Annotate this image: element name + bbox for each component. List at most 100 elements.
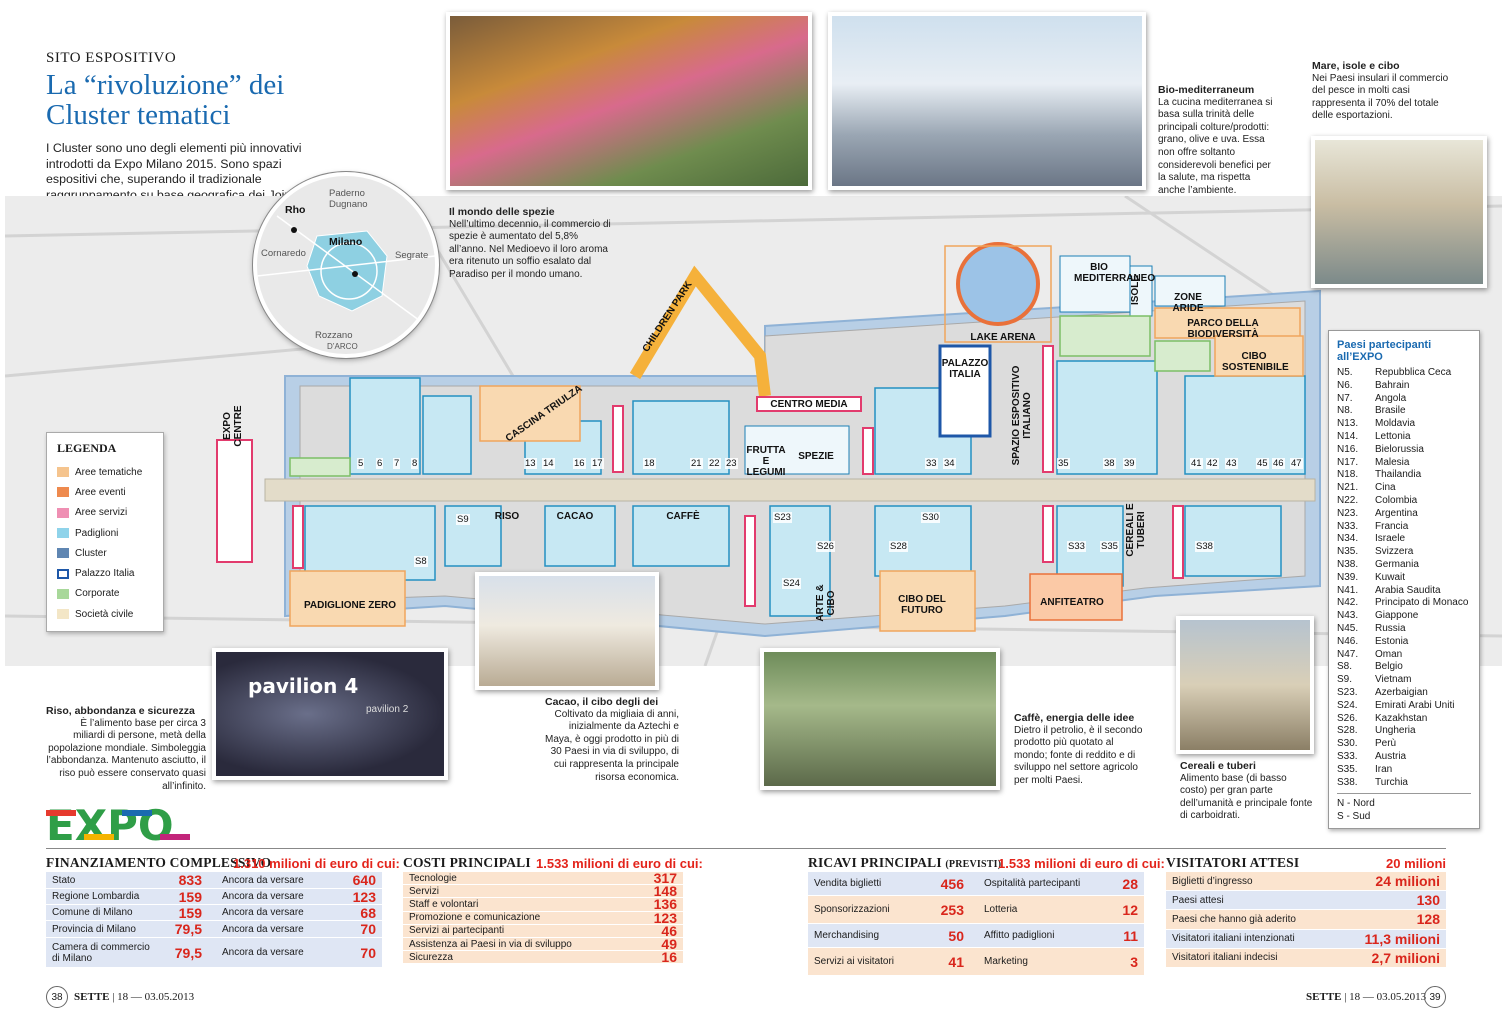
country-row: S38.Turchia: [1337, 777, 1471, 790]
row-label-secondary: Ancora da versare: [222, 923, 304, 935]
legend-item: Società civile: [57, 604, 153, 624]
row-label: Promozione e comunicazione: [409, 912, 541, 924]
pavilion-number: 14: [542, 458, 555, 469]
legend-item: Padiglioni: [57, 523, 153, 543]
pavilion-number: 34: [943, 458, 956, 469]
row-label-secondary: Ospitalità partecipanti: [984, 878, 1081, 889]
country-code: N46.: [1337, 635, 1359, 647]
pavilion-number: S8: [414, 556, 428, 567]
country-code: N14.: [1337, 430, 1359, 442]
country-name: Thailandia: [1375, 469, 1422, 481]
legend-label: Padiglioni: [75, 527, 119, 539]
country-row: N13.Moldavia: [1337, 418, 1471, 431]
caption-bio-text: La cucina mediterranea si basa sulla tri…: [1158, 96, 1273, 196]
country-code: N5.: [1337, 367, 1353, 378]
legend-item: Aree eventi: [57, 482, 153, 502]
legend-item: Corporate: [57, 584, 153, 604]
caption-mare-title: Mare, isole e cibo: [1312, 60, 1400, 72]
costi-title: COSTI PRINCIPALI: [403, 855, 531, 870]
row-label: Provincia di Milano: [52, 923, 136, 935]
label-lake-arena: LAKE ARENA: [970, 332, 1036, 343]
row-value: 136: [653, 896, 677, 913]
country-code: N42.: [1337, 597, 1359, 609]
country-code: N22.: [1337, 494, 1359, 506]
pavilion-number: 21: [690, 458, 703, 469]
country-code: N21.: [1337, 482, 1359, 494]
legend-label: Corporate: [75, 588, 120, 600]
page-number-left: 38: [46, 986, 68, 1008]
country-name: Belgio: [1375, 661, 1403, 673]
country-row: S28. Ungheria: [1337, 725, 1471, 738]
pavilion-number: 17: [591, 458, 604, 469]
costi-total: 1.533 milioni di euro di cui:: [536, 856, 703, 871]
row-label: Camera di commercio di Milano: [52, 941, 150, 964]
country-row: N34.Israele: [1337, 533, 1471, 546]
country-code: N7.: [1337, 392, 1353, 404]
country-name: Germania: [1375, 558, 1419, 570]
row-value: 317: [653, 870, 677, 887]
country-row: N23.Argentina: [1337, 508, 1471, 521]
row-label: Merchandising: [814, 930, 880, 941]
country-row: N6.Bahrain: [1337, 380, 1471, 393]
caption-mare-text: Nei Paesi insulari il commercio del pesc…: [1312, 72, 1449, 122]
country-name: Perù: [1375, 738, 1397, 750]
row-value-secondary: 640: [352, 872, 376, 888]
country-name: Israele: [1375, 533, 1406, 545]
row-label: Vendita biglietti: [814, 878, 882, 889]
country-name: Ungheria: [1375, 725, 1416, 737]
country-name: Oman: [1375, 648, 1403, 660]
legend-label: Aree eventi: [75, 486, 126, 498]
legend-swatch: [57, 588, 69, 599]
country-code: N17.: [1337, 456, 1359, 468]
country-code: N43.: [1337, 610, 1359, 622]
legend-label: Palazzo Italia: [75, 568, 135, 580]
label-isole: ISOLE: [1130, 275, 1141, 306]
pavilion-number: 46: [1272, 458, 1285, 469]
label-palazzo-italia: PALAZZO ITALIA: [941, 358, 989, 380]
row-label-secondary: Ancora da versare: [222, 907, 304, 918]
legend-swatch: [57, 528, 69, 539]
pavilion-number: S38: [1195, 541, 1214, 552]
row-value: 159: [178, 888, 202, 905]
section-kicker: SITO ESPOSITIVO: [46, 50, 177, 66]
folio-right-date: 18 — 03.05.2013: [1349, 991, 1427, 1003]
pavilion-number: S30: [921, 512, 940, 523]
country-code: S24.: [1337, 699, 1358, 711]
row-value: 159: [178, 904, 202, 921]
country-name: Turchia: [1375, 776, 1408, 788]
country-name: Iran: [1375, 763, 1393, 775]
folio-left: SETTE | 18 — 03.05.2013: [74, 991, 195, 1003]
country-row: N39.Kuwait: [1337, 572, 1471, 585]
country-list-title: Paesi partecipanti all’EXPO: [1337, 339, 1432, 363]
country-row: S23.Azerbaigian: [1337, 687, 1471, 700]
label-expo-centre: EXPO CENTRE: [222, 405, 244, 447]
row-value-secondary: 12: [1122, 901, 1138, 918]
caption-spezie: Il mondo delle spezie Nell’ultimo decenn…: [449, 206, 615, 282]
pavilion-number: 45: [1256, 458, 1269, 469]
pavilion-number: 18: [643, 458, 656, 469]
photo-text-pavilion-2: pavilion 2: [366, 704, 409, 715]
pavilion-number: 43: [1225, 458, 1238, 469]
country-code: N18.: [1337, 469, 1359, 481]
locator-label-rozzano: Rozzano: [315, 330, 353, 341]
locator-label-milano: Milano: [329, 236, 363, 248]
pavilion-number: S9: [456, 514, 470, 525]
legend-swatch: [57, 487, 69, 498]
country-row: N35.Svizzera: [1337, 546, 1471, 559]
country-code: S28.: [1337, 725, 1358, 737]
country-code: N39.: [1337, 571, 1359, 583]
row-value-secondary: 70: [360, 921, 376, 937]
